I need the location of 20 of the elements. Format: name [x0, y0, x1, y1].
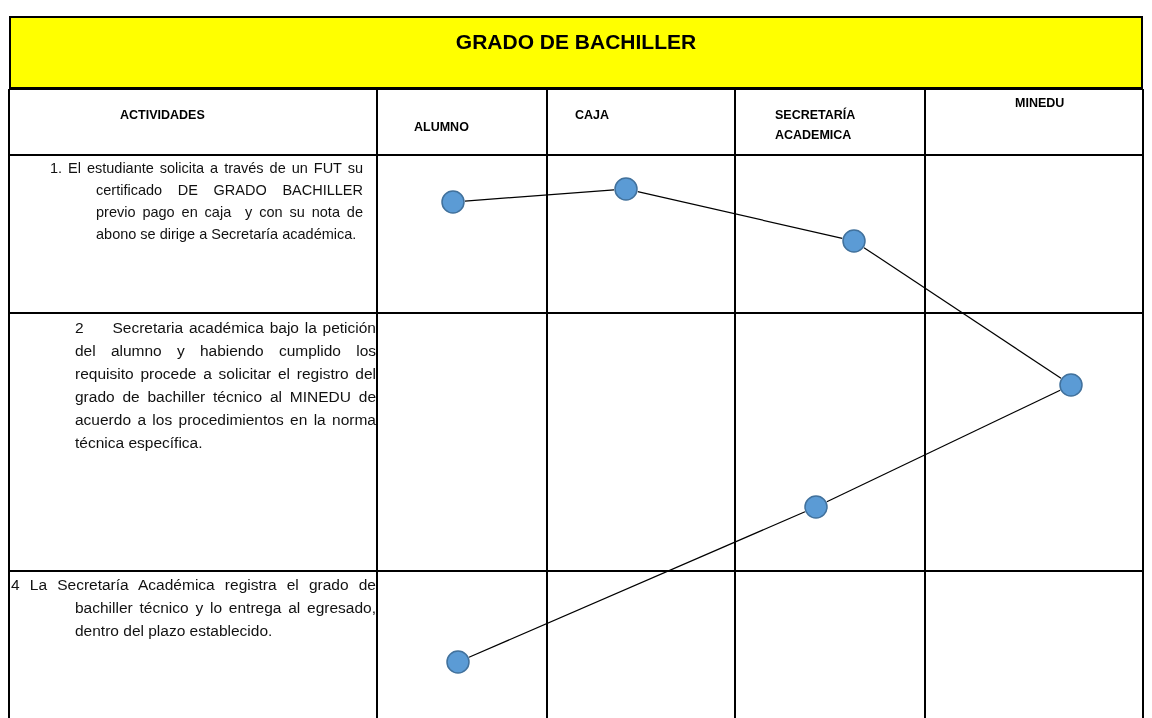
step-circle	[446, 650, 470, 674]
connector-line	[863, 247, 1062, 379]
column-header: CAJA	[575, 107, 611, 124]
connector-line	[826, 389, 1061, 503]
connector-line	[637, 191, 843, 239]
activity-description: 1. El estudiante solicita a través de un FUT su certificado DE GRADO BACHILLER previo pago en caja y con su nota de abono se dirige a Secretaría académica.	[49, 159, 363, 244]
step-circle	[441, 190, 465, 214]
column-header: ACTIVIDADES	[120, 107, 206, 124]
connector-line	[468, 511, 806, 658]
diagram-title: GRADO DE BACHILLER	[454, 30, 698, 54]
step-circle	[842, 229, 866, 253]
column-header: ALUMNO	[414, 119, 470, 136]
connector-line	[464, 189, 615, 202]
activity-description: 4 La Secretaría Académica registra el grado de bachiller técnico y lo entrega al egresado, dentro del plazo establecido.	[11, 575, 376, 641]
column-header: SECRETARÍA ACADEMICA	[775, 106, 856, 144]
activity-description: 2 Secretaria académica bajo la petición del alumno y habiendo cumplido los requisito procede a solicitar el registro del grado de bachiller técnico al MINEDU de acuerdo a los procedimientos en la norma técnica específica.	[74, 318, 376, 453]
column-header: MINEDU	[1015, 95, 1066, 112]
step-circle	[1059, 373, 1083, 397]
step-circle	[804, 495, 828, 519]
step-circle	[614, 177, 638, 201]
